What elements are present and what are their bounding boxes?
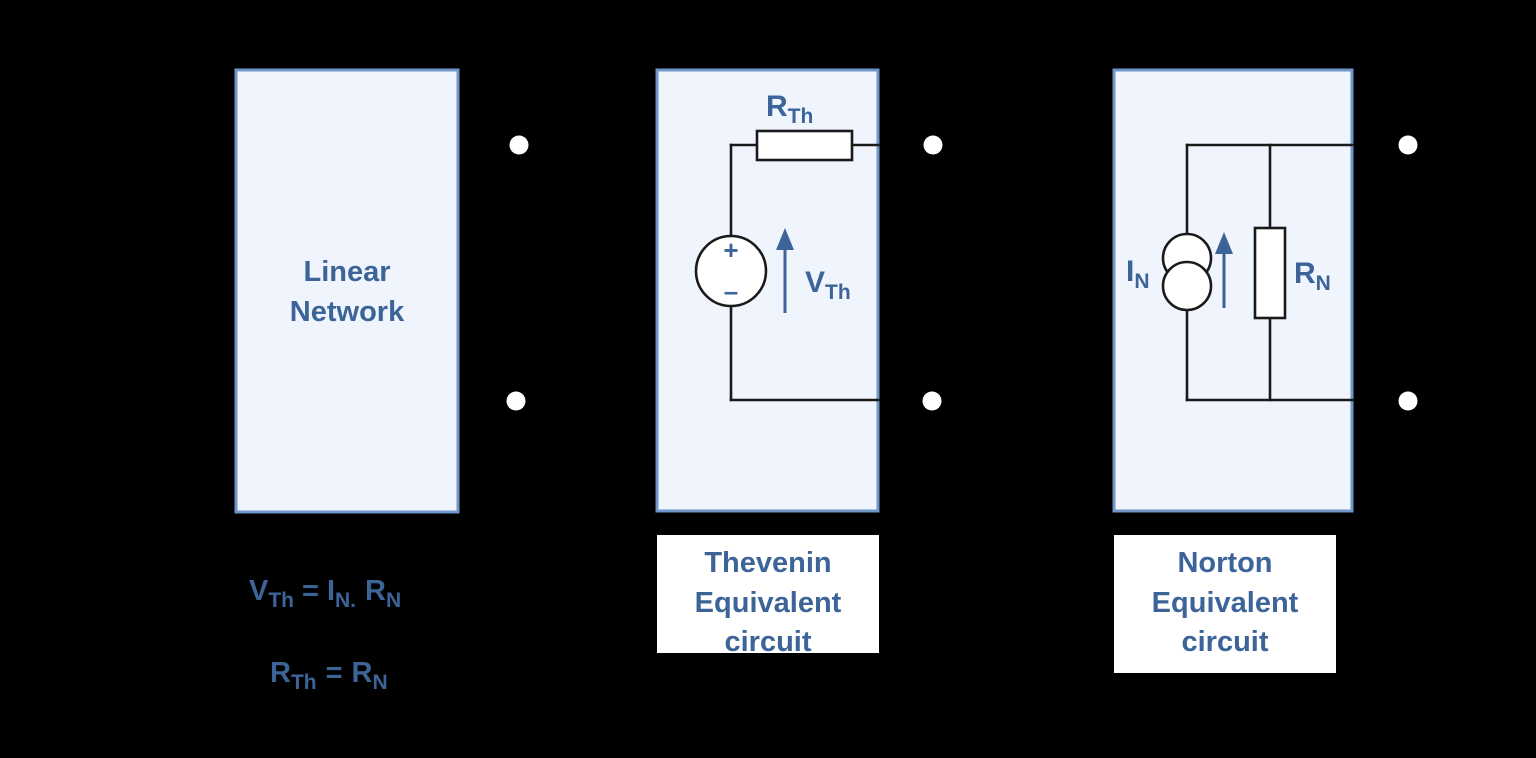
- equation-vth-rhs-b-main: R: [365, 575, 386, 607]
- thevenin-voltage-label-sub: Th: [825, 281, 851, 304]
- thevenin-voltage-source-symbol: [694, 234, 768, 308]
- norton-current-arrow: [1215, 232, 1233, 308]
- equation-vth-rhs-a-main: I: [327, 575, 335, 607]
- thevenin-voltage-label-main: V: [805, 266, 825, 299]
- norton-current-label-sub: N: [1134, 270, 1149, 293]
- equation-vth-dot: .: [350, 589, 356, 612]
- equation-vth-lhs-sub: Th: [268, 589, 294, 612]
- norton-current-source-symbol: [1161, 232, 1213, 312]
- equation-rth-rhs-sub: N: [373, 671, 388, 694]
- thevenin-caption-line3: circuit: [724, 626, 811, 658]
- norton-caption-line3: circuit: [1181, 626, 1268, 658]
- norton-panel: IN RN Norton Equivalent circuit: [1112, 68, 1418, 673]
- linear-network-box: [234, 68, 460, 514]
- equation-vth-rhs-a-sub: N: [335, 589, 350, 612]
- terminal-dot-norton-bottom: [1398, 391, 1418, 411]
- thevenin-resistor-label-sub: Th: [788, 105, 814, 128]
- thevenin-caption-line1: Thevenin: [704, 547, 831, 579]
- terminal-dot-linear-top: [509, 135, 529, 155]
- voltage-source-plus-sign: +: [723, 235, 738, 265]
- norton-caption-line2: Equivalent: [1152, 587, 1299, 619]
- equation-rth-rhs-main: R: [352, 657, 373, 689]
- terminal-dot-norton-top: [1398, 135, 1418, 155]
- thevenin-caption-line2: Equivalent: [695, 587, 842, 619]
- equation-vth-operator: =: [302, 575, 319, 607]
- norton-wires: [1185, 143, 1354, 402]
- norton-box: [1112, 68, 1354, 513]
- equation-rth: RTh=RN: [270, 657, 388, 694]
- norton-resistor-label-sub: N: [1316, 272, 1331, 295]
- equations-group: VTh=IN.RN RTh=RN: [249, 575, 401, 694]
- norton-resistor-label-main: R: [1294, 257, 1316, 290]
- norton-caption-box: [1114, 535, 1336, 673]
- linear-network-panel: Linear Network: [234, 68, 529, 514]
- equation-vth-rhs-b-sub: N: [386, 589, 401, 612]
- linear-network-label-line2: Network: [290, 296, 405, 328]
- equation-rth-lhs-main: R: [270, 657, 291, 689]
- norton-caption-line1: Norton: [1177, 547, 1272, 579]
- equation-rth-operator: =: [326, 657, 343, 689]
- equation-vth: VTh=IN.RN: [249, 575, 401, 612]
- equation-vth-lhs-main: V: [249, 575, 269, 607]
- norton-resistor-label: RN: [1294, 257, 1331, 295]
- norton-resistor-body: [1253, 226, 1287, 320]
- voltage-source-minus-sign: –: [724, 276, 738, 306]
- thevenin-resistor-body: [755, 129, 854, 162]
- thevenin-voltage-arrow: [776, 228, 794, 313]
- thevenin-resistor-label-main: R: [766, 90, 788, 123]
- terminal-dot-thevenin-top: [923, 135, 943, 155]
- terminal-dot-linear-bottom: [506, 391, 526, 411]
- norton-current-label: IN: [1126, 255, 1150, 293]
- thevenin-caption-box: [657, 535, 879, 653]
- terminal-dot-thevenin-bottom: [922, 391, 942, 411]
- thevenin-panel: RTh + – VTh Thevenin Equivalent circuit: [655, 68, 943, 658]
- norton-current-label-main: I: [1126, 255, 1134, 288]
- thevenin-voltage-label: VTh: [805, 266, 851, 304]
- thevenin-resistor-label: RTh: [766, 90, 813, 128]
- linear-network-label-line1: Linear: [303, 256, 390, 288]
- thevenin-wires: [729, 143, 880, 402]
- equation-rth-lhs-sub: Th: [291, 671, 317, 694]
